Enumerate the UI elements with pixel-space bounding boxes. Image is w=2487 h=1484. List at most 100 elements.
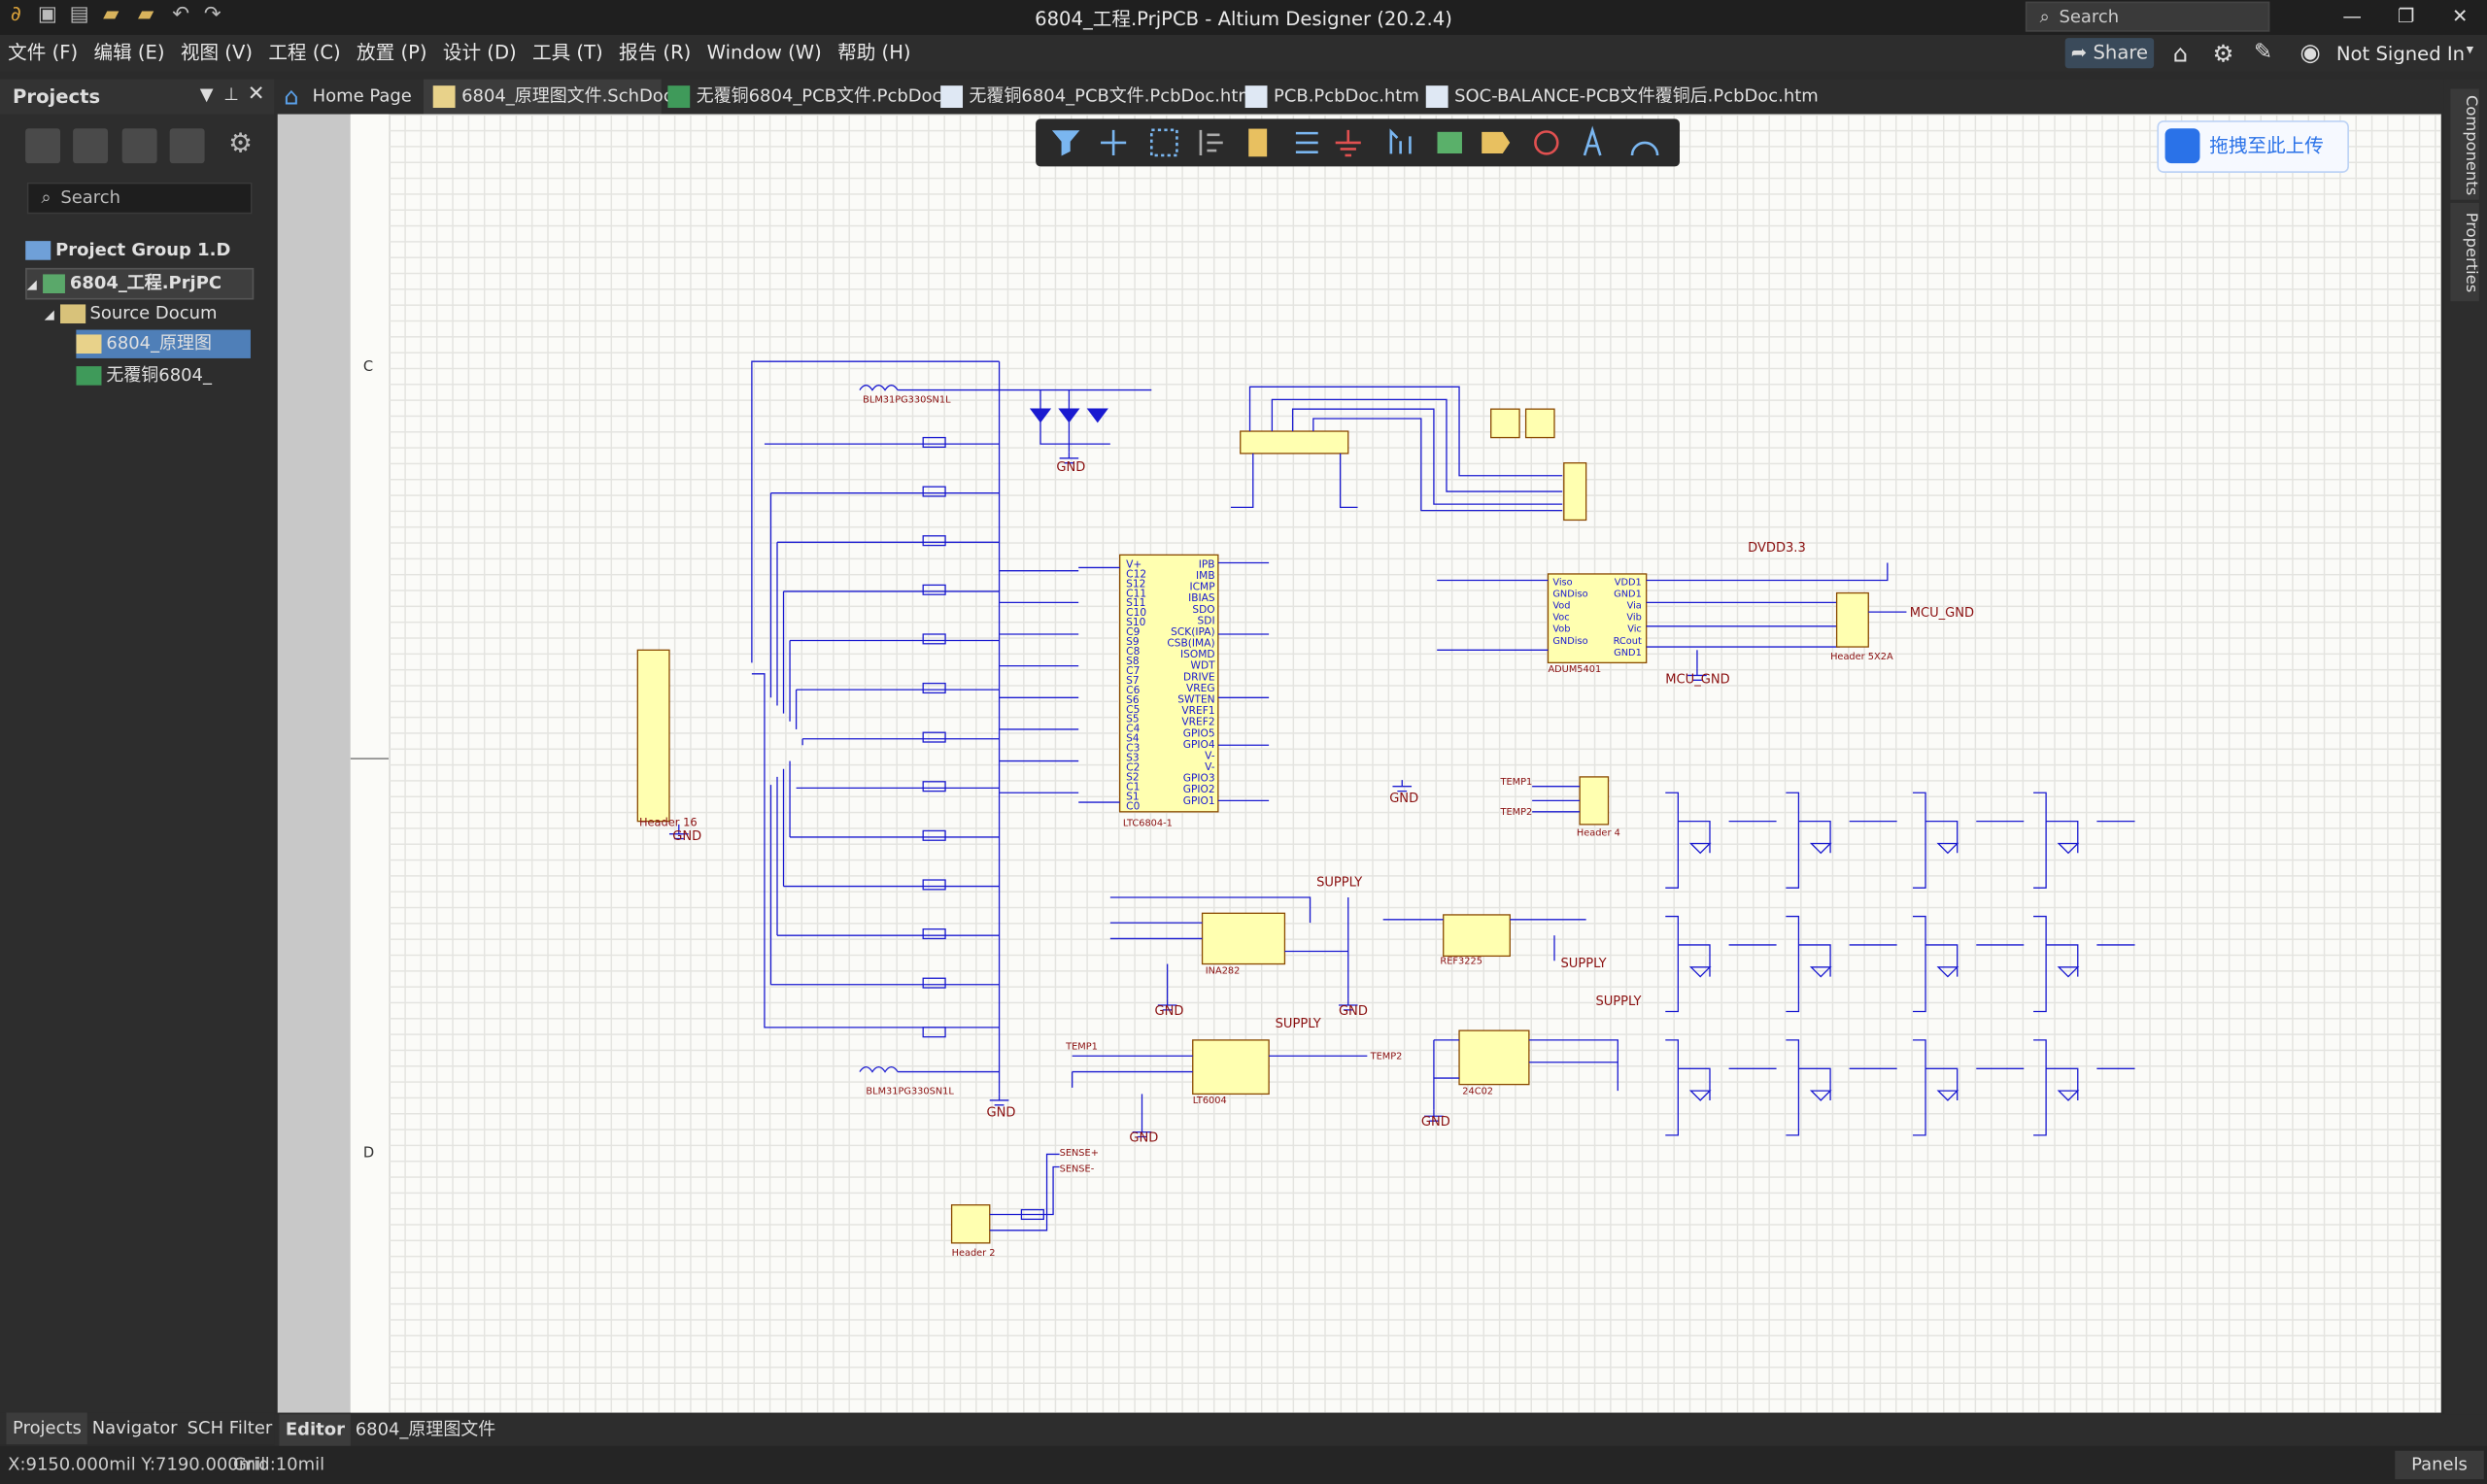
gnd-label-3: GND [1056, 460, 1085, 475]
restore-button[interactable]: ❐ [2397, 4, 2415, 27]
cloud-upload-icon [2164, 128, 2200, 164]
tree-schematic-doc[interactable]: 6804_原理图 [76, 329, 251, 358]
gear-icon[interactable]: ⚙ [2212, 39, 2234, 69]
tab-projects[interactable]: Projects [6, 1412, 88, 1445]
open-icon[interactable]: ▰ [103, 3, 119, 27]
ltc-pin-left-25: C0 [1126, 799, 1140, 812]
collapse-icon[interactable]: ◢ [44, 307, 54, 322]
ltc-pin-right-13: VREF1 [1181, 704, 1214, 717]
user-dropdown-icon[interactable]: ▾ [2466, 43, 2474, 59]
projects-search-input[interactable]: ⌕Search [26, 182, 253, 215]
harness-icon[interactable] [1389, 128, 1412, 154]
global-search[interactable]: ⌕Search [2025, 1, 2270, 32]
upload-drop-zone[interactable]: 拖拽至此上传 [2157, 120, 2349, 173]
share-button[interactable]: ➦ Share [2064, 38, 2155, 69]
tab-home-page[interactable]: ⌂Home Page [284, 80, 420, 115]
schematic-sheet[interactable]: C D [350, 114, 2441, 1413]
adum-pin-6: VDD1 [1615, 577, 1642, 588]
ltc6804-body [1118, 554, 1219, 813]
user-status[interactable]: Not Signed In [2335, 43, 2466, 65]
tab-schematic[interactable]: 6804_原理图文件.SchDoc [423, 79, 673, 115]
html-doc-icon [1425, 85, 1448, 109]
power-port-icon[interactable] [1335, 129, 1361, 157]
align-icon[interactable] [1199, 129, 1223, 155]
menu-project[interactable]: 工程 (C) [268, 41, 341, 64]
tab-pcb-pcbdoc-htm[interactable]: PCB.PcbDoc.htm [1244, 80, 1419, 115]
select-icon[interactable] [1149, 128, 1178, 157]
projects-search-placeholder: Search [60, 186, 121, 208]
save-project-icon[interactable] [25, 128, 61, 164]
temp1-label: TEMP1 [1065, 1042, 1098, 1053]
menu-design[interactable]: 设计 (D) [442, 41, 517, 64]
tab-components[interactable]: Components [2450, 88, 2479, 200]
save-all-icon[interactable]: ▤ [69, 3, 89, 27]
tree-pcb-doc[interactable]: 无覆铜6804_ [76, 361, 251, 389]
pin-icon[interactable]: ⊥ [223, 84, 239, 105]
tab-sch-filter[interactable]: SCH Filter [187, 1417, 273, 1438]
notifications-icon[interactable]: ✎ [2253, 39, 2273, 65]
settings-gear-icon[interactable]: ⚙ [228, 128, 253, 160]
p3-connector [1579, 776, 1610, 826]
tab-pcb-htm[interactable]: 无覆铜6804_PCB文件.PcbDoc.htm [940, 80, 1255, 115]
menu-help[interactable]: 帮助 (H) [837, 41, 911, 64]
close-window-button[interactable]: ✕ [2452, 4, 2469, 27]
move-icon[interactable] [1101, 129, 1127, 155]
menu-place[interactable]: 放置 (P) [357, 41, 427, 64]
tab-editor[interactable]: Editor [279, 1414, 352, 1446]
port-icon[interactable] [1482, 131, 1511, 154]
html-doc-icon [940, 85, 964, 109]
menu-window[interactable]: Window (W) [706, 41, 822, 64]
tree-project-group[interactable]: Project Group 1.D [25, 236, 263, 264]
wire-icon[interactable] [1295, 131, 1318, 154]
directive-icon[interactable] [1534, 130, 1559, 155]
adum5401-body [1547, 573, 1648, 664]
place-part-icon[interactable] [1248, 128, 1268, 157]
tree-source-documents-label: Source Docum [89, 302, 218, 324]
project-options-icon[interactable] [169, 128, 205, 164]
collapse-icon[interactable]: ◢ [26, 277, 37, 292]
status-bar: X:9150.000mil Y:7190.000mil Grid:10mil [0, 1445, 2487, 1484]
tab-navigator[interactable]: Navigator [91, 1417, 178, 1438]
supply-label-2: SUPPLY [1561, 957, 1607, 971]
panel-menu-icon[interactable]: ▼ [199, 84, 214, 105]
open-project-icon[interactable]: ▰ [138, 3, 154, 27]
sheet-symbol-icon[interactable] [1437, 131, 1462, 154]
open-folder-icon[interactable] [121, 128, 157, 164]
minimize-button[interactable]: — [2342, 4, 2363, 27]
arc-icon[interactable] [1630, 141, 1659, 156]
ltc-pin-left-20: S3 [1126, 752, 1140, 764]
panels-button[interactable]: Panels [2395, 1450, 2484, 1480]
tab-properties[interactable]: Properties [2450, 202, 2479, 302]
save-icon[interactable]: ▣ [37, 3, 58, 27]
ltc-pin-right-2: ICMP [1190, 581, 1216, 593]
tab-schematic-doc[interactable]: 6804_原理图文件 [355, 1419, 496, 1440]
ltc-pin-left-3: C11 [1126, 587, 1146, 599]
close-panel-icon[interactable]: ✕ [247, 82, 265, 107]
tab-pcb-doc[interactable]: 无覆铜6804_PCB文件.PcbDoc [667, 80, 941, 115]
menu-file[interactable]: 文件 (F) [8, 41, 79, 64]
filter-icon[interactable] [1051, 130, 1080, 156]
tab-soc-balance[interactable]: SOC-BALANCE-PCB文件覆铜后.PcbDoc.htm [1425, 80, 1819, 115]
menu-tools[interactable]: 工具 (T) [532, 41, 603, 64]
home-icon[interactable]: ⌂ [2172, 39, 2189, 69]
menu-reports[interactable]: 报告 (R) [619, 41, 692, 64]
ltc-pin-left-9: C8 [1126, 645, 1140, 658]
menu-view[interactable]: 视图 (V) [180, 41, 253, 64]
editor-bottom-tabs: Editor 6804_原理图文件 [274, 1414, 2487, 1446]
text-icon[interactable] [1583, 125, 1602, 156]
ltc-pin-left-16: S5 [1126, 713, 1140, 725]
tree-project[interactable]: ◢ 6804_工程.PrjPC [25, 267, 255, 300]
adum-pin-2: Vod [1552, 601, 1570, 612]
undo-icon[interactable]: ↶ [172, 3, 190, 27]
user-icon[interactable]: ◉ [2300, 38, 2321, 67]
pcb-doc-icon [76, 366, 102, 386]
compile-icon[interactable] [73, 128, 109, 164]
adum-pin-9: Vib [1626, 613, 1641, 624]
tab-home-page-label: Home Page [312, 85, 412, 107]
ltc6804-label: LTC6804-1 [1123, 819, 1173, 829]
adum-pin-7: GND1 [1614, 589, 1642, 599]
menu-edit[interactable]: 编辑 (E) [93, 41, 165, 64]
redo-icon[interactable]: ↷ [203, 3, 221, 27]
ltc-pin-right-0: IPB [1199, 557, 1215, 570]
tree-source-documents[interactable]: ◢ Source Docum [45, 300, 251, 328]
